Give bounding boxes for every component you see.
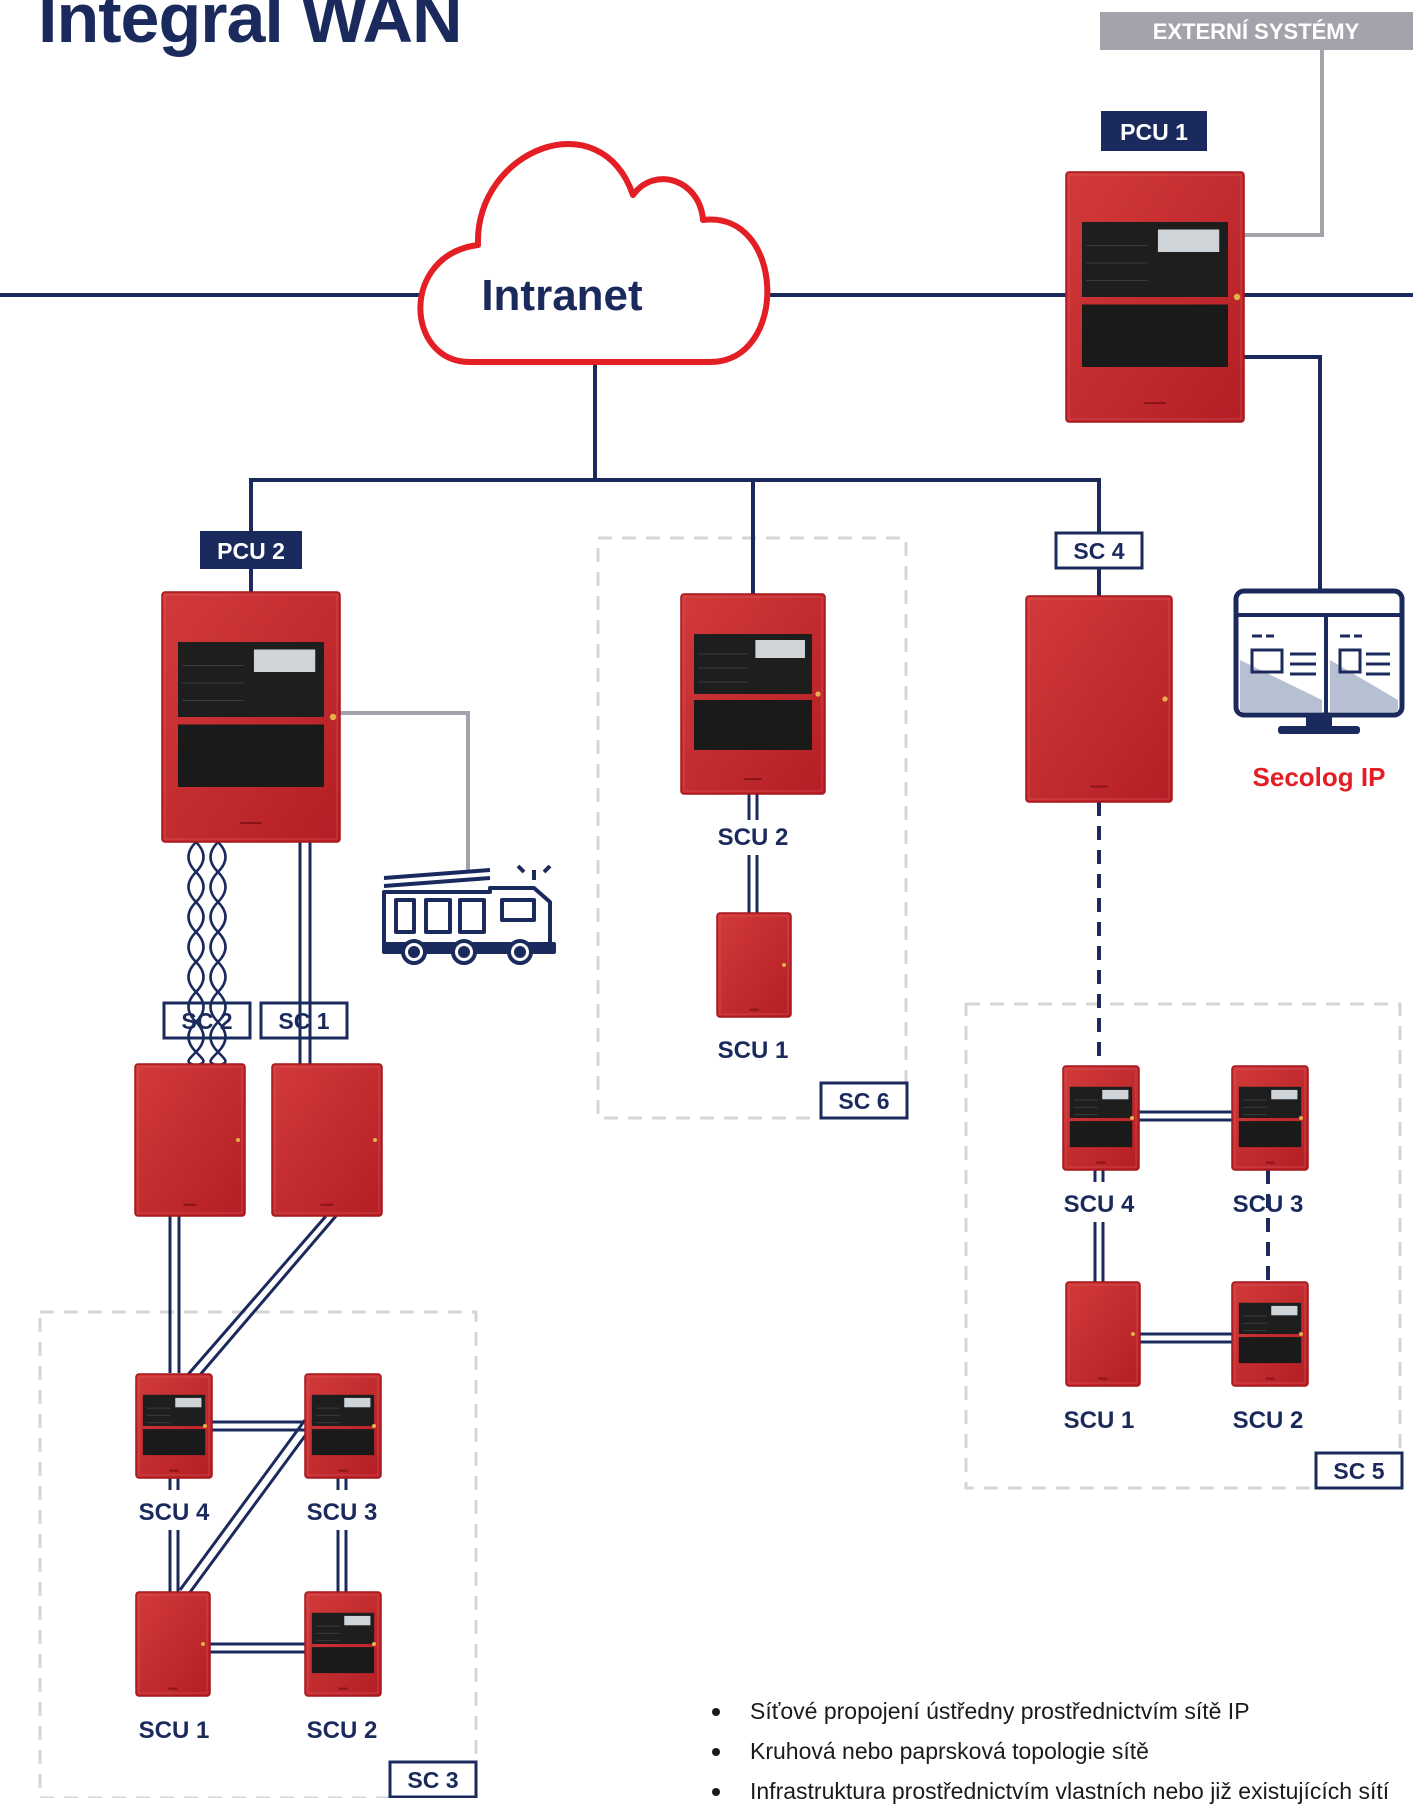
sc5-scu1-panel [1065, 1281, 1141, 1387]
sc3-scu3-panel [304, 1373, 382, 1479]
sc6-label: SC 6 [838, 1088, 889, 1114]
sc3-scu3-label: SCU 3 [307, 1499, 378, 1526]
list-item-text: Síťové propojení ústředny prostřednictví… [750, 1698, 1250, 1724]
pcu2-tag [200, 531, 302, 569]
sc3-scu1-label: SCU 1 [139, 1717, 210, 1744]
intranet-label: Intranet [481, 271, 643, 320]
pcu1-tag [1101, 111, 1207, 151]
fire-truck-icon [382, 864, 556, 965]
sc2-tag [162, 1001, 252, 1040]
sc3-scu1-panel [135, 1591, 211, 1697]
outlined-tags [162, 531, 1404, 1798]
pcu2-panel [161, 591, 341, 843]
sc3-scu2-label: SCU 2 [307, 1717, 378, 1744]
sc5-scu2-label: SCU 2 [1233, 1407, 1304, 1434]
sc6-tag [819, 1081, 909, 1120]
sc5-scu2-panel [1231, 1281, 1309, 1387]
secolog-label: Secolog IP [1253, 762, 1386, 792]
bullet-dot-icon [712, 1748, 720, 1756]
sc5-frame [964, 1002, 1402, 1490]
external-systems-banner [1100, 12, 1413, 50]
sc3-label: SC 3 [407, 1767, 458, 1793]
feature-list: Síťové propojení ústředny prostřednictví… [704, 1695, 1413, 1815]
monitor-icon [1233, 588, 1405, 734]
list-item: Síťové propojení ústředny prostřednictví… [704, 1695, 1413, 1735]
gray-links [337, 50, 1324, 870]
sc1-tag [259, 1001, 349, 1040]
bullet-dot-icon [712, 1788, 720, 1796]
sc3-scu4-label: SCU 4 [139, 1499, 210, 1526]
sc3-frame [38, 1310, 478, 1798]
external-systems-label: EXTERNÍ SYSTÉMY [1153, 19, 1360, 44]
sc3-scu4-panel [135, 1373, 213, 1479]
pcu1-panel [1065, 171, 1245, 423]
sc5-scu3-panel [1231, 1065, 1309, 1171]
sc6-scu2-panel [680, 593, 826, 795]
sc5-scu4-label: SCU 4 [1064, 1191, 1135, 1218]
list-item-text: Kruhová nebo paprsková topologie sítě [750, 1738, 1149, 1764]
sc5-tag [1314, 1451, 1404, 1490]
sc6-scu1-panel [716, 912, 792, 1018]
dashed-links [1097, 802, 1270, 1282]
sc3-scu2-panel [304, 1591, 382, 1697]
intranet-cloud: Intranet [417, 141, 771, 365]
page-title: Integral WAN [38, 0, 463, 57]
pcu2-label: PCU 2 [217, 538, 285, 564]
double-links [168, 794, 1232, 1654]
sc4-tag [1054, 531, 1144, 570]
sc5-scu3-label: SCU 3 [1233, 1191, 1304, 1218]
list-item: Kruhová nebo paprsková topologie sítě [704, 1735, 1413, 1775]
sc1-label: SC 1 [278, 1008, 329, 1034]
sc4-panel [1025, 595, 1173, 803]
bullet-dot-icon [712, 1708, 720, 1716]
sc1-unit-panel [271, 1063, 383, 1217]
sc5-scu1-label: SCU 1 [1064, 1407, 1135, 1434]
sc2-unit-panel [134, 1063, 246, 1217]
sc6-scu2-label: SCU 2 [718, 824, 789, 851]
sc5-scu4-panel [1062, 1065, 1140, 1171]
sc4-label: SC 4 [1073, 538, 1124, 564]
list-item-text: Infrastruktura prostřednictvím vlastních… [750, 1778, 1390, 1804]
sc3-tag [388, 1760, 478, 1798]
twisted-pair-link [187, 841, 227, 1068]
pcu1-label: PCU 1 [1120, 119, 1188, 145]
sc6-scu1-label: SCU 1 [718, 1037, 789, 1064]
list-item: Infrastruktura prostřednictvím vlastních… [704, 1775, 1413, 1815]
sc5-label: SC 5 [1333, 1458, 1384, 1484]
